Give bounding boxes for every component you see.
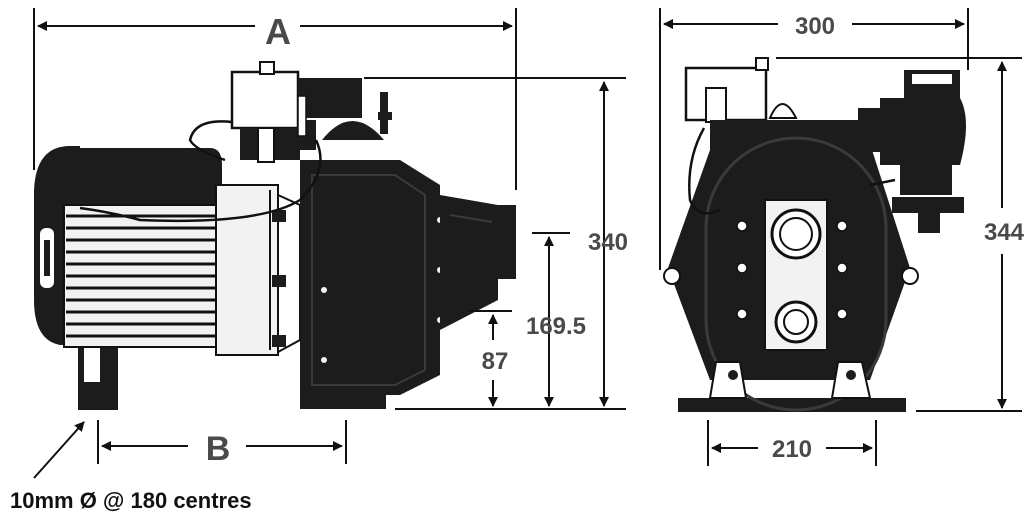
- dimension-lines-side: [33, 8, 626, 479]
- motor-body: [63, 204, 223, 348]
- priming-cap: [322, 121, 384, 140]
- motor-housing-top: [66, 148, 222, 205]
- dimension-label-210: 210: [772, 436, 812, 463]
- dimension-label-340: 340: [588, 229, 628, 256]
- dimension-label-b: B: [206, 430, 231, 468]
- pressure-switch: [230, 61, 362, 163]
- dimension-label-300: 300: [795, 13, 835, 40]
- pump-casing: [300, 160, 440, 395]
- power-cable: [79, 120, 322, 223]
- front-view: [663, 57, 966, 412]
- base-plate: [300, 395, 386, 409]
- dimension-lines-front: [659, 8, 1022, 466]
- outlet-valve: [858, 70, 966, 233]
- dimension-label-344: 344: [984, 219, 1025, 246]
- dimension-label-169-5: 169.5: [526, 313, 586, 340]
- dimension-label-87: 87: [482, 348, 509, 375]
- front-base-plate: [678, 398, 906, 412]
- side-view: [34, 61, 516, 410]
- dimension-label-a: A: [265, 11, 291, 52]
- motor-flange: [215, 184, 279, 356]
- mounting-hole-note: 10mm Ø @ 180 centres: [10, 488, 252, 513]
- inlet-nozzle: [440, 195, 498, 330]
